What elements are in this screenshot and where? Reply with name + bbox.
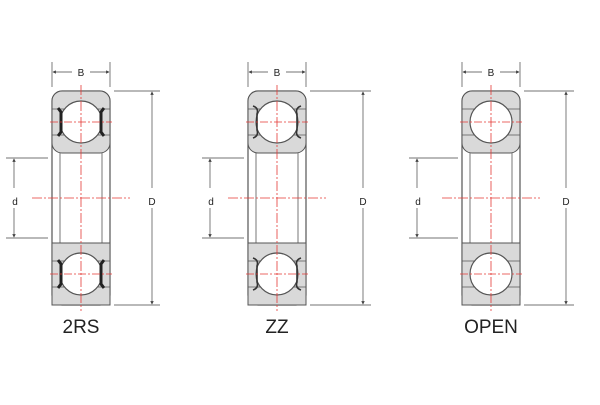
- width-label-zz: B: [274, 68, 281, 79]
- caption-zz: ZZ: [265, 317, 289, 338]
- inner-diameter-label-open: d: [415, 197, 421, 208]
- metal-shield-bottom-zz: [295, 257, 302, 291]
- bearing-zz: [202, 62, 371, 311]
- outer-diameter-label-2rs: D: [148, 197, 155, 208]
- bearing-open: [409, 62, 574, 311]
- bearing-2rs: [6, 62, 160, 311]
- outer-diameter-label-zz: D: [359, 197, 366, 208]
- metal-shield-top-zz: [295, 105, 302, 139]
- width-label-2rs: B: [78, 68, 85, 79]
- inner-diameter-label-zz: d: [208, 197, 214, 208]
- width-label-open: B: [488, 68, 495, 79]
- caption-2rs: 2RS: [63, 317, 100, 338]
- inner-diameter-label-2rs: d: [12, 197, 18, 208]
- rubber-seal-top-2rs: [99, 107, 106, 137]
- caption-open: OPEN: [464, 317, 518, 338]
- outer-diameter-label-open: D: [562, 197, 569, 208]
- rubber-seal-bottom-2rs: [99, 259, 106, 289]
